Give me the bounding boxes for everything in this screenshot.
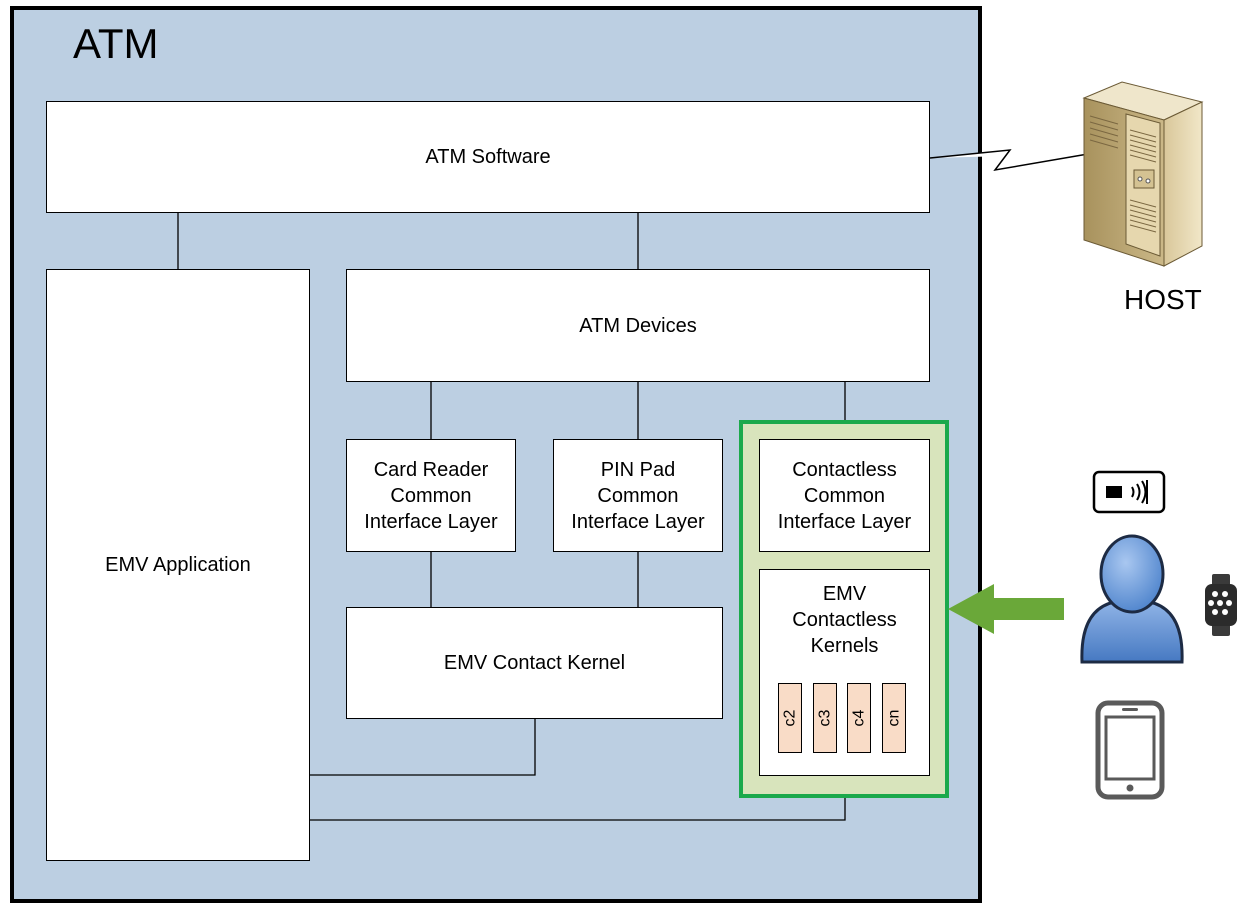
contactless-card-icon — [1092, 470, 1166, 514]
contactless-cil-box: Contactless Common Interface Layer — [759, 439, 930, 552]
card-reader-cil-box: Card Reader Common Interface Layer — [346, 439, 516, 552]
emv-contactless-kernels-label: EMV Contactless Kernels — [792, 583, 897, 657]
emv-application-box: EMV Application — [46, 269, 310, 861]
smartphone-icon — [1095, 700, 1165, 800]
kernel-c2-label: c2 — [781, 709, 798, 727]
kernel-c4-label: c4 — [850, 709, 867, 727]
kernel-c4: c4 — [847, 683, 871, 753]
kernel-cn-label: cn — [885, 709, 902, 727]
atm-software-box: ATM Software — [46, 101, 930, 213]
emv-contact-kernel-box: EMV Contact Kernel — [346, 607, 723, 719]
atm-devices-box: ATM Devices — [346, 269, 930, 382]
arrow-left-icon — [948, 584, 1064, 634]
kernel-c2: c2 — [778, 683, 802, 753]
kernel-c3: c3 — [813, 683, 837, 753]
kernel-cn: cn — [882, 683, 906, 753]
host-label: HOST — [1124, 284, 1202, 315]
lightning-link-icon — [929, 149, 1089, 172]
kernel-c3-label: c3 — [816, 709, 833, 727]
user-icon — [1080, 534, 1184, 664]
smartwatch-icon — [1205, 574, 1237, 636]
atm-title: ATM — [73, 20, 159, 67]
server-icon — [1082, 81, 1204, 267]
pin-pad-cil-box: PIN Pad Common Interface Layer — [553, 439, 723, 552]
